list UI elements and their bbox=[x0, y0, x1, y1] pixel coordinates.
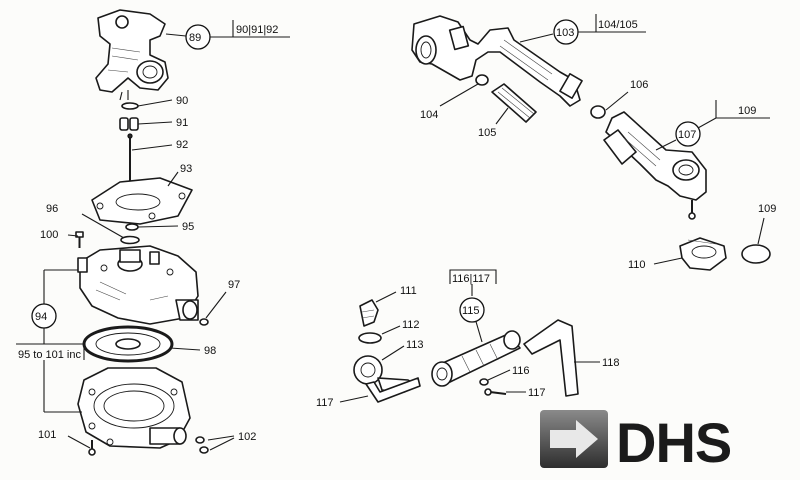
part-97-ring bbox=[199, 318, 209, 326]
label-101: 101 bbox=[38, 429, 56, 441]
label-92: 92 bbox=[176, 139, 188, 151]
part-111-bolt bbox=[359, 299, 379, 327]
label-105: 105 bbox=[478, 127, 496, 139]
part-96-ring bbox=[120, 235, 140, 245]
label-110: 110 bbox=[628, 259, 646, 271]
right-top-leader-lines bbox=[439, 33, 765, 265]
part-bottom-cover bbox=[77, 367, 191, 449]
part-95-ring bbox=[125, 223, 139, 231]
part-94-body bbox=[77, 245, 199, 325]
label-117-right: 117 bbox=[528, 387, 546, 399]
part-98-diaphragm bbox=[82, 325, 174, 363]
label-117-left: 117 bbox=[316, 397, 334, 409]
part-104-ring bbox=[475, 74, 489, 86]
label-89: 89 bbox=[189, 32, 201, 44]
ref-bracket-95-101 bbox=[16, 343, 85, 360]
part-115-connector bbox=[431, 330, 521, 387]
label-97: 97 bbox=[228, 279, 240, 291]
label-96: 96 bbox=[46, 203, 58, 215]
label-103: 103 bbox=[556, 27, 574, 39]
part-100-screw bbox=[75, 231, 84, 248]
label-90-91-92: 90|91|92 bbox=[236, 24, 278, 36]
label-104: 104 bbox=[420, 109, 438, 121]
part-102-ring-a bbox=[195, 436, 205, 444]
part-103-pipe bbox=[411, 15, 583, 107]
label-116-117: 116|117 bbox=[452, 273, 490, 285]
part-90-oring bbox=[121, 102, 139, 110]
label-100: 100 bbox=[40, 229, 58, 241]
part-93-plate bbox=[91, 177, 193, 225]
label-109: 109 bbox=[758, 203, 776, 215]
callout-115-circle bbox=[459, 297, 485, 323]
part-91-caps bbox=[119, 117, 139, 131]
label-102: 102 bbox=[238, 431, 256, 443]
label-118: 118 bbox=[602, 357, 620, 369]
part-101-screw bbox=[88, 440, 96, 456]
part-117-screw bbox=[484, 388, 507, 396]
label-109-ref: 109 bbox=[738, 105, 756, 117]
label-112: 112 bbox=[402, 319, 420, 331]
part-116-ring bbox=[479, 378, 489, 386]
part-112-washer bbox=[358, 332, 382, 344]
arrow-icon bbox=[540, 410, 608, 468]
part-102-ring-b bbox=[199, 446, 209, 454]
label-93: 93 bbox=[180, 163, 192, 175]
label-95: 95 bbox=[182, 221, 194, 233]
part-117-pipe bbox=[365, 377, 421, 403]
label-90: 90 bbox=[176, 95, 188, 107]
logo-text: DHS bbox=[616, 411, 731, 470]
label-113: 113 bbox=[406, 339, 424, 351]
right-bottom-leader-lines bbox=[339, 291, 600, 403]
part-118-pipe bbox=[523, 319, 579, 397]
part-109-ring bbox=[741, 244, 771, 264]
label-107: 107 bbox=[678, 129, 696, 141]
part-89-housing bbox=[95, 9, 169, 101]
part-110-cap bbox=[679, 237, 727, 271]
label-106: 106 bbox=[630, 79, 648, 91]
label-94: 94 bbox=[35, 311, 47, 323]
label-116: 116 bbox=[512, 365, 530, 377]
part-92-needle bbox=[127, 133, 133, 186]
label-98: 98 bbox=[204, 345, 216, 357]
label-111: 111 bbox=[400, 285, 417, 297]
label-115: 115 bbox=[462, 305, 480, 317]
ref-bracket-104-105 bbox=[595, 14, 646, 33]
ref-bracket-90-92 bbox=[232, 20, 290, 38]
label-91: 91 bbox=[176, 117, 188, 129]
ref-bracket-116-117 bbox=[449, 269, 497, 284]
part-107-fitting bbox=[603, 111, 707, 220]
label-95-to-101: 95 to 101 inc bbox=[18, 349, 81, 361]
left-leader-lines bbox=[43, 33, 235, 451]
part-105-filter bbox=[491, 83, 537, 123]
dhs-logo: DHS bbox=[540, 410, 732, 470]
part-106-ring bbox=[590, 105, 606, 119]
label-104-105: 104/105 bbox=[598, 19, 638, 31]
ref-bracket-109 bbox=[715, 100, 770, 119]
callout-107-circle bbox=[675, 121, 701, 147]
